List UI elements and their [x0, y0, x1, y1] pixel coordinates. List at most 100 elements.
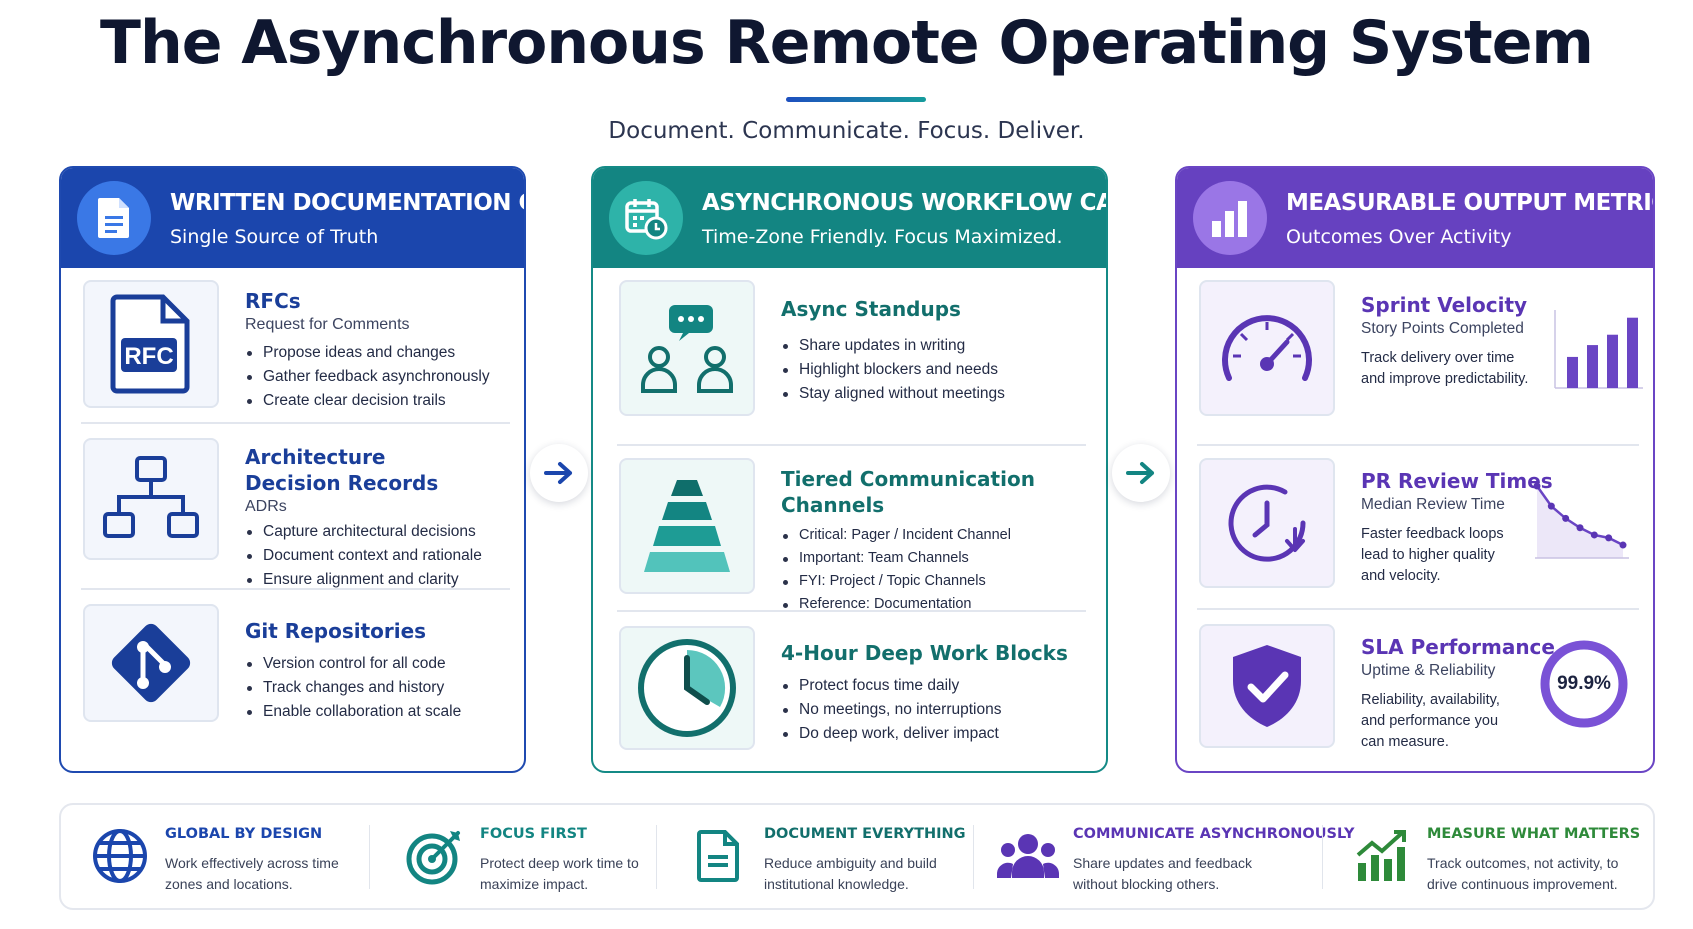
bullet: Create clear decision trails: [245, 389, 510, 413]
section-title: RFCs: [245, 289, 301, 313]
channels-section: Tiered Communication Channels Critical: …: [617, 458, 1086, 612]
bullet: Critical: Pager / Incident Channel: [781, 524, 1086, 547]
section-title: Tiered Communication Channels: [781, 467, 1035, 517]
standups-section: Async Standups Share updates in writing …: [617, 280, 1086, 428]
separator: [973, 825, 974, 889]
bullet: Propose ideas and changes: [245, 341, 510, 365]
separator: [1322, 825, 1323, 889]
pillar-measure: MEASURE WHAT MATTERS Track outcomes, not…: [1351, 805, 1651, 908]
deep-work-section: 4-Hour Deep Work Blocks Protect focus ti…: [617, 626, 1086, 750]
pillar-title: DOCUMENT EVERYTHING: [764, 826, 966, 842]
document-icon: [77, 181, 151, 255]
column-subtitle: Time-Zone Friendly. Focus Maximized.: [702, 226, 1063, 248]
section-title: Architecture Decision Records: [245, 445, 439, 495]
velocity-section: Sprint Velocity Story Points Completed T…: [1197, 280, 1643, 428]
bullet: Gather feedback asynchronously: [245, 365, 510, 389]
bullet: FYI: Project / Topic Channels: [781, 570, 1086, 593]
pillar-description: Work effectively across time zones and l…: [165, 855, 339, 892]
column-title: WRITTEN DOCUMENTATION CORE: [170, 190, 524, 216]
review-trend-chart: [1533, 482, 1629, 559]
pillar-title: MEASURE WHAT MATTERS: [1427, 826, 1641, 842]
column-header: WRITTEN DOCUMENTATION CORE Single Source…: [61, 168, 524, 268]
pillar-description: Reduce ambiguity and build institutional…: [764, 855, 937, 892]
bar-chart-icon: [1193, 181, 1267, 255]
bullet: Enable collaboration at scale: [245, 700, 510, 724]
growth-chart-icon: [1351, 825, 1413, 887]
divider: [81, 588, 510, 590]
clock-icon: [619, 626, 755, 750]
adr-section: Architecture Decision Records ADRs Captu…: [81, 438, 510, 588]
divider: [1197, 608, 1639, 610]
chat-people-icon: [619, 280, 755, 416]
review-area: [1537, 486, 1623, 558]
pillar-global: GLOBAL BY DESIGN Work effectively across…: [89, 805, 379, 908]
pillar-title: FOCUS FIRST: [480, 826, 587, 842]
bullet: Reference: Documentation: [781, 593, 1086, 616]
column-title: ASYNCHRONOUS WORKFLOW CADENCE: [702, 190, 1106, 216]
section-subtitle: Request for Comments: [245, 316, 410, 333]
page-subtitle: Document. Communicate. Focus. Deliver.: [608, 118, 1085, 144]
pillar-document: DOCUMENT EVERYTHING Reduce ambiguity and…: [688, 805, 966, 908]
velocity-bar: [1587, 345, 1598, 388]
bullet: Share updates in writing: [781, 334, 1086, 358]
bullet: Do deep work, deliver impact: [781, 722, 1086, 746]
bullet: Protect focus time daily: [781, 674, 1086, 698]
speedometer-icon: [1199, 280, 1335, 416]
review-point: [1576, 524, 1584, 532]
bullet: Stay aligned without meetings: [781, 382, 1086, 406]
shield-check-icon: [1199, 624, 1335, 748]
review-point: [1605, 534, 1613, 542]
rfc-label: RFC: [124, 343, 173, 370]
page-title: The Asynchronous Remote Operating System: [100, 8, 1594, 78]
calendar-clock-icon: [609, 181, 683, 255]
pr-review-section: PR Review Times Median Review Time Faste…: [1197, 458, 1639, 588]
bullet: Ensure alignment and clarity: [245, 568, 510, 592]
sla-section: SLA Performance Uptime & Reliability Rel…: [1197, 624, 1639, 750]
review-point: [1533, 482, 1541, 490]
review-point: [1562, 514, 1570, 522]
sla-ring-gauge: [1540, 640, 1628, 728]
rfc-section: RFC RFCs Request for Comments Propose id…: [81, 280, 510, 409]
bullet: Highlight blockers and needs: [781, 358, 1086, 382]
section-title: Git Repositories: [245, 619, 427, 643]
bullet: No meetings, no interruptions: [781, 698, 1086, 722]
pillar-description: Protect deep work time to maximize impac…: [480, 855, 639, 892]
section-subtitle: Story Points Completed: [1361, 320, 1524, 337]
pillar-description: Track outcomes, not activity, to drive c…: [1427, 855, 1619, 892]
section-subtitle: ADRs: [245, 498, 287, 515]
separator: [656, 825, 657, 889]
divider: [1197, 444, 1639, 446]
section-title: 4-Hour Deep Work Blocks: [781, 641, 1068, 665]
pillar-focus: FOCUS FIRST Protect deep work time to ma…: [404, 805, 684, 908]
column-subtitle: Outcomes Over Activity: [1286, 226, 1512, 248]
velocity-bar: [1567, 356, 1578, 388]
flowchart-icon: [83, 438, 219, 560]
pillar-title: COMMUNICATE ASYNCHRONOUSLY: [1073, 826, 1355, 842]
git-section: Git Repositories Version control for all…: [81, 604, 510, 722]
divider: [617, 610, 1086, 612]
people-icon: [997, 825, 1059, 887]
pillar-description: Share updates and feedback without block…: [1073, 855, 1253, 892]
divider: [617, 444, 1086, 446]
section-description: Faster feedback loops lead to higher qua…: [1361, 526, 1504, 584]
metrics-column: MEASURABLE OUTPUT METRICS Outcomes Over …: [1175, 166, 1655, 773]
review-point: [1547, 502, 1555, 510]
principles-strip: GLOBAL BY DESIGN Work effectively across…: [59, 803, 1655, 910]
section-description: Reliability, availability, and performan…: [1361, 692, 1500, 750]
column-header: MEASURABLE OUTPUT METRICS Outcomes Over …: [1177, 168, 1653, 268]
column-subtitle: Single Source of Truth: [170, 226, 379, 248]
review-point: [1619, 541, 1627, 549]
velocity-bar: [1607, 334, 1618, 388]
bullet: Important: Team Channels: [781, 547, 1086, 570]
document-icon: [688, 825, 750, 887]
bullet: Capture architectural decisions: [245, 520, 510, 544]
pillar-communicate: COMMUNICATE ASYNCHRONOUSLY Share updates…: [997, 805, 1354, 908]
target-icon: [404, 825, 466, 887]
git-icon: [83, 604, 219, 722]
bullet: Document context and rationale: [245, 544, 510, 568]
clock-refresh-icon: [1199, 458, 1335, 588]
rfc-document-icon: RFC: [83, 280, 219, 408]
section-title: PR Review Times: [1361, 469, 1553, 493]
velocity-bar-chart: [1554, 310, 1643, 389]
workflow-column: ASYNCHRONOUS WORKFLOW CADENCE Time-Zone …: [591, 166, 1108, 773]
